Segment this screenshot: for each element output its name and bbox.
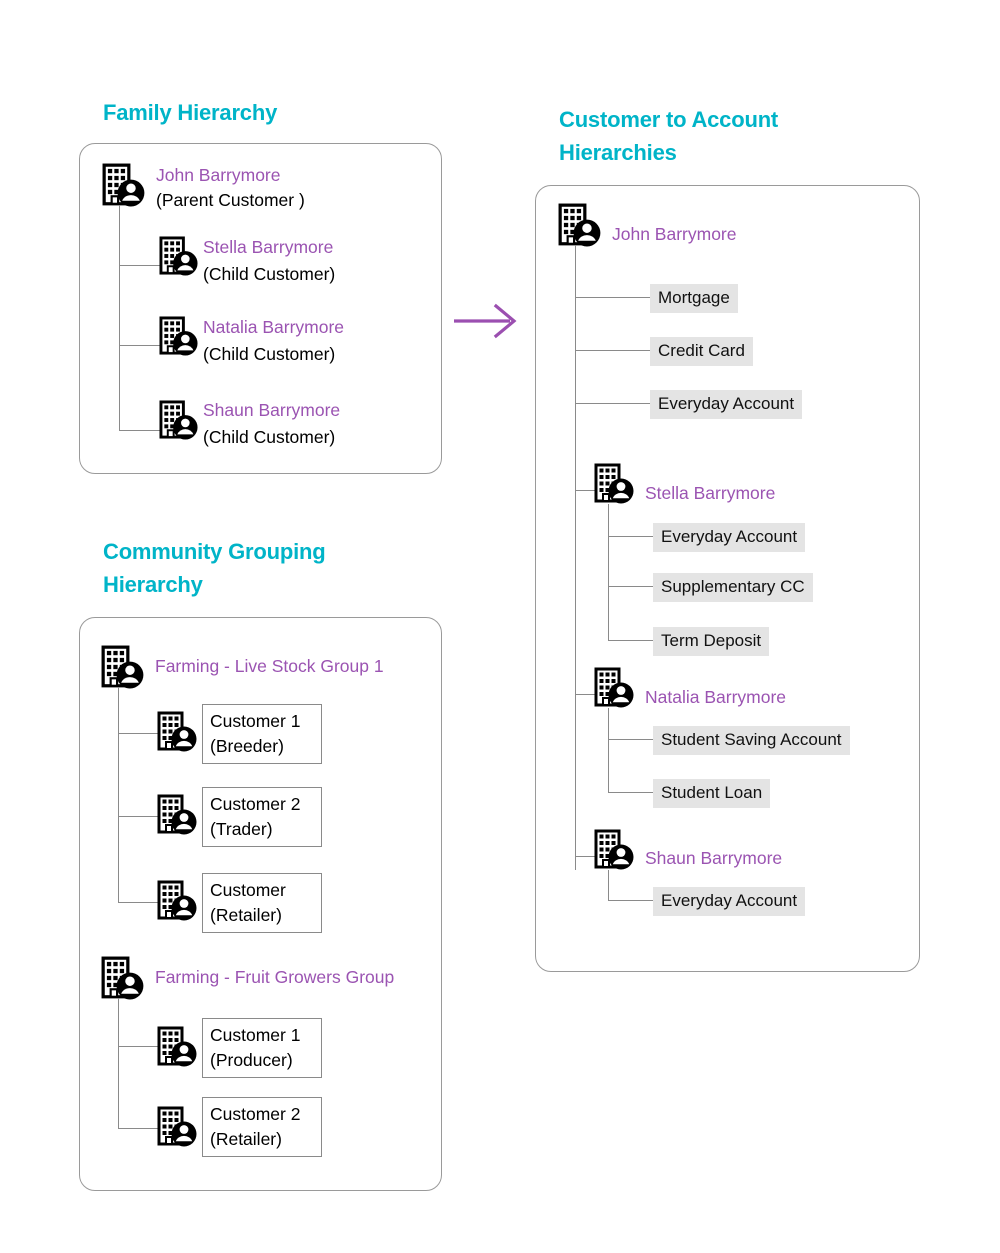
- family-root-role: (Parent Customer ): [156, 190, 305, 210]
- building-person-icon: [157, 880, 198, 921]
- building-person-icon: [157, 711, 198, 752]
- account-chip: Credit Card: [650, 337, 753, 366]
- tree-branch: [608, 586, 653, 587]
- family-hierarchy-title: Family Hierarchy: [103, 100, 278, 125]
- account-chip: Student Saving Account: [653, 726, 850, 755]
- community-member-role: (Breeder): [210, 736, 284, 756]
- tree-trunk: [119, 205, 120, 431]
- community-member-label: Customer 1: [210, 711, 301, 731]
- account-chip: Term Deposit: [653, 627, 770, 656]
- customer-to-account-title: Customer to Account Hierarchies: [559, 107, 779, 165]
- account-customer-name: John Barrymore: [612, 224, 737, 244]
- tree-trunk: [118, 998, 119, 1129]
- tree-branch: [118, 816, 166, 817]
- tree-trunk: [118, 687, 119, 903]
- family-child-role: (Child Customer): [203, 344, 336, 364]
- tree-branch: [119, 345, 165, 346]
- community-member-label: Customer 2: [210, 1104, 301, 1124]
- tree-branch: [118, 1046, 166, 1047]
- building-person-icon: [102, 163, 146, 207]
- tree-branch: [608, 739, 653, 740]
- tree-branch: [575, 297, 650, 298]
- building-person-icon: [159, 236, 199, 276]
- building-person-icon: [157, 1026, 198, 1067]
- family-child-role: (Child Customer): [203, 427, 336, 447]
- building-person-icon: [558, 203, 602, 247]
- tree-branch: [608, 640, 653, 641]
- community-member-box: Customer 1 (Breeder): [202, 704, 322, 764]
- tree-branch: [575, 490, 599, 491]
- building-person-icon: [101, 956, 145, 1000]
- account-chip: Supplementary CC: [653, 573, 813, 602]
- community-member-box: Customer 2 (Trader): [202, 787, 322, 847]
- building-person-icon: [594, 463, 635, 504]
- community-group-name: Farming - Live Stock Group 1: [155, 656, 384, 676]
- building-person-icon: [594, 829, 635, 870]
- community-member-box: Customer 1 (Producer): [202, 1018, 322, 1078]
- community-member-label: Customer 2: [210, 794, 301, 814]
- family-root-name: John Barrymore: [156, 165, 281, 185]
- community-member-role: (Producer): [210, 1050, 293, 1070]
- family-child-name: Stella Barrymore: [203, 237, 334, 257]
- building-person-icon: [101, 645, 145, 689]
- tree-branch: [118, 902, 166, 903]
- tree-branch: [575, 694, 599, 695]
- building-person-icon: [157, 1106, 198, 1147]
- tree-trunk: [608, 870, 609, 901]
- building-person-icon: [159, 400, 199, 440]
- tree-branch: [608, 900, 653, 901]
- tree-branch: [608, 792, 653, 793]
- tree-branch: [118, 1128, 166, 1129]
- community-member-box: Customer (Retailer): [202, 873, 322, 933]
- tree-trunk: [608, 504, 609, 640]
- community-member-role: (Retailer): [210, 1129, 282, 1149]
- community-member-box: Customer 2 (Retailer): [202, 1097, 322, 1157]
- arrow-right-icon: [452, 300, 522, 342]
- account-customer-name: Shaun Barrymore: [645, 848, 783, 868]
- community-hierarchy-title: Community Grouping Hierarchy: [103, 539, 326, 597]
- account-chip: Everyday Account: [653, 887, 806, 916]
- tree-branch: [575, 856, 599, 857]
- tree-trunk-main: [575, 245, 576, 870]
- tree-branch: [608, 536, 653, 537]
- account-customer-name: Stella Barrymore: [645, 483, 776, 503]
- tree-branch: [575, 350, 650, 351]
- account-customer-name: Natalia Barrymore: [645, 687, 787, 707]
- tree-branch: [119, 265, 165, 266]
- community-group-name: Farming - Fruit Growers Group: [155, 967, 395, 987]
- account-chip: Mortgage: [650, 284, 738, 313]
- account-chip: Everyday Account: [650, 390, 803, 419]
- tree-branch: [575, 403, 650, 404]
- community-member-label: Customer: [210, 880, 286, 900]
- building-person-icon: [594, 667, 635, 708]
- building-person-icon: [159, 316, 199, 356]
- account-chip: Student Loan: [653, 779, 771, 808]
- community-member-role: (Retailer): [210, 905, 282, 925]
- family-child-name: Natalia Barrymore: [203, 317, 345, 337]
- tree-trunk: [608, 708, 609, 793]
- building-person-icon: [157, 794, 198, 835]
- account-chip: Everyday Account: [653, 523, 806, 552]
- community-member-role: (Trader): [210, 819, 273, 839]
- community-member-label: Customer 1: [210, 1025, 301, 1045]
- family-child-name: Shaun Barrymore: [203, 400, 341, 420]
- family-child-role: (Child Customer): [203, 264, 336, 284]
- tree-branch: [118, 733, 166, 734]
- tree-branch: [119, 430, 165, 431]
